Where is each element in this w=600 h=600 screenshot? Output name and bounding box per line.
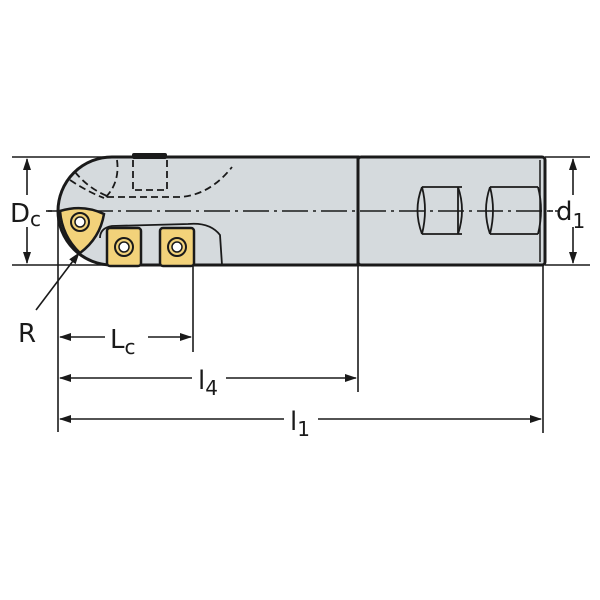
dimension-Dc [23,158,52,264]
tool-head [56,153,360,267]
insert-square-1 [105,226,143,268]
dimension-R-leader [35,252,80,311]
shank-flat-2 [485,186,542,235]
dimension-d1 [549,158,577,264]
insert-trigon [58,206,106,255]
insert-square-2 [158,226,196,268]
label-Lc: Lc [110,325,136,359]
label-R: R [18,319,36,349]
label-l1: l1 [290,407,310,441]
label-d1: d1 [556,197,585,233]
label-Dc: Dc [10,199,41,231]
extension-lines [12,156,590,433]
label-l4: l4 [198,366,218,400]
hidden-lines [69,159,233,199]
